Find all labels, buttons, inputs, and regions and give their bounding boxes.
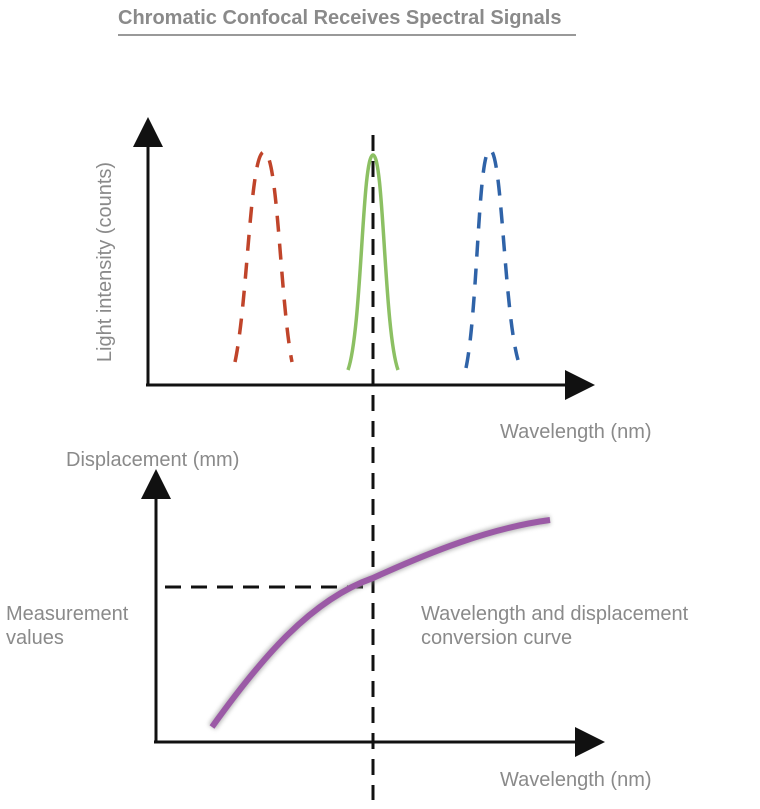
- red-peak: [233, 150, 294, 363]
- top-x-axis-label: Wavelength (nm): [500, 421, 652, 443]
- bottom-y-axis-label: Displacement (mm): [66, 449, 240, 471]
- measurement-values-label: Measurement values: [6, 603, 129, 649]
- conversion-curve-label: Wavelength and displacement conversion c…: [421, 603, 689, 649]
- diagram-title: Chromatic Confocal Receives Spectral Sig…: [118, 6, 576, 36]
- conversion-curve: [209, 517, 551, 729]
- blue-peak: [464, 148, 520, 369]
- top-y-axis-label: Light intensity (counts): [94, 161, 116, 363]
- bottom-x-axis-label: Wavelength (nm): [500, 769, 652, 791]
- green-peak: [346, 153, 400, 371]
